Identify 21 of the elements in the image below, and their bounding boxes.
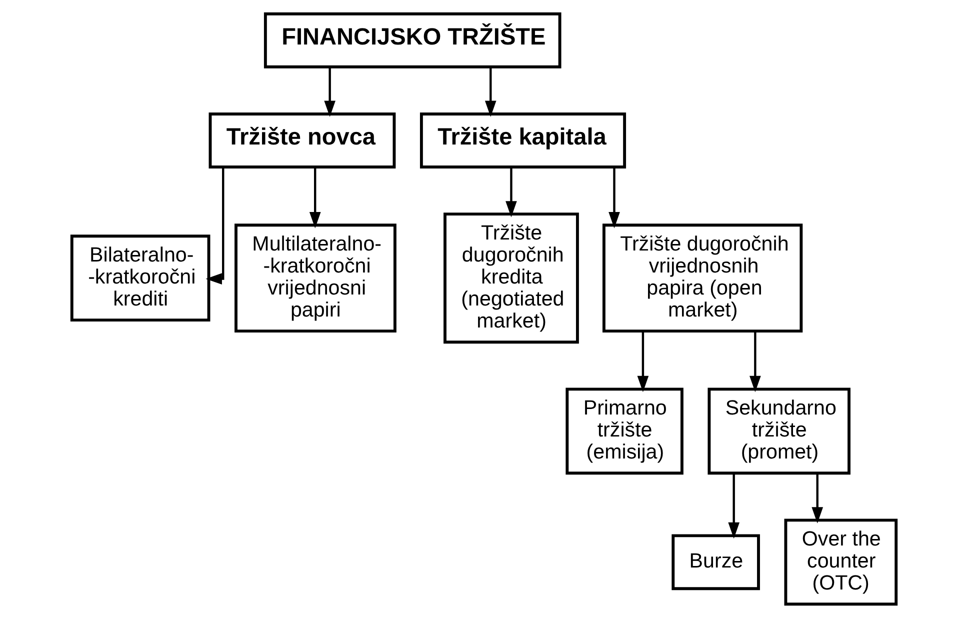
arrow bbox=[811, 473, 823, 524]
arrow bbox=[728, 473, 740, 539]
node-box: Bilateralno- -kratkoročni krediti bbox=[70, 234, 210, 322]
arrow bbox=[636, 331, 648, 392]
node-box: Tržište novca bbox=[208, 112, 396, 168]
node-box: Multilateralno- -kratkoročni vrijednosni papiri bbox=[234, 224, 396, 333]
arrow bbox=[749, 331, 760, 392]
arrow bbox=[608, 167, 620, 228]
arrow bbox=[308, 167, 320, 228]
node-box: Sekundarno tržište (promet) bbox=[707, 388, 850, 475]
node-box: FINANCIJSKO TRŽIŠTE bbox=[263, 12, 561, 68]
arrow bbox=[505, 167, 516, 218]
arrow bbox=[205, 167, 224, 284]
node-box: Tržište kapitala bbox=[419, 112, 626, 168]
node-box: Tržište dugoročnih kredita (negotiated market) bbox=[443, 212, 578, 344]
node-box: Tržište dugoročnih vrijednosnih papira (open market) bbox=[602, 224, 802, 333]
node-box: Primarno tržište (emisija) bbox=[565, 388, 683, 475]
node-box: Over the counter (OTC) bbox=[784, 518, 898, 606]
arrow bbox=[484, 67, 496, 117]
node-box: Burze bbox=[671, 534, 760, 590]
arrow bbox=[324, 67, 335, 117]
